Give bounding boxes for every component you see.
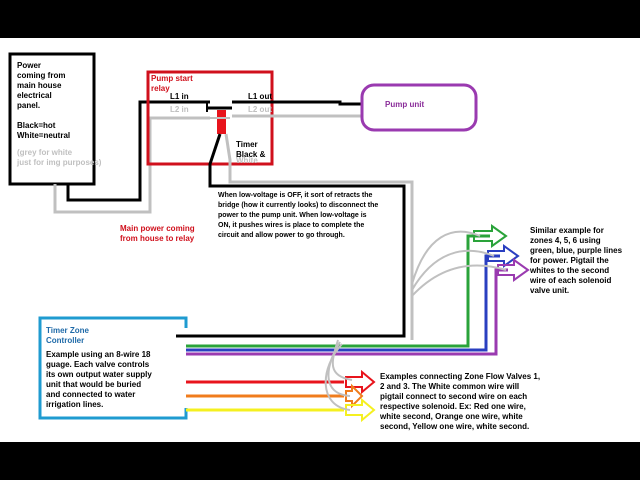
top-letterbox xyxy=(0,0,640,38)
zone4-valve-arrow xyxy=(473,224,508,248)
zones-123-note: Examples connecting Zone Flow Valves 1, … xyxy=(380,372,541,431)
zone5-valve-arrow xyxy=(487,244,520,268)
pump-unit xyxy=(360,83,478,132)
relay-plunger xyxy=(217,110,226,134)
l1-out-wire xyxy=(232,100,362,106)
zones-456-note: Similar example for zones 4, 5, 6 using … xyxy=(530,226,623,295)
timer-black-wire xyxy=(176,133,406,338)
grey-wire-note: (grey for white just for img purposes) xyxy=(17,148,102,167)
zone1-valve-arrow xyxy=(345,369,376,395)
zone5-common-pigtail xyxy=(411,249,495,291)
hot-wire-in xyxy=(66,100,210,202)
zone4-common-pigtail xyxy=(411,230,481,285)
relay-l1-out-label: L1 out xyxy=(248,92,272,101)
timer-zone-controller-box xyxy=(38,316,188,420)
power-source-label: Power coming from main house electrical … xyxy=(17,61,71,140)
relay-title: Pump start relay xyxy=(151,74,193,93)
zone2-valve-arrow xyxy=(345,383,364,409)
timer-white-wire xyxy=(224,133,414,340)
neutral-wire-in xyxy=(53,116,210,214)
zone6-purple-wire xyxy=(186,268,508,356)
controller-title: Timer Zone Controller xyxy=(46,326,89,345)
bottom-letterbox xyxy=(0,442,640,480)
pump-label: Pump unit xyxy=(385,100,425,109)
diagram-canvas xyxy=(0,38,640,442)
zone4-green-wire xyxy=(186,234,490,348)
zone3-common-pigtail xyxy=(324,343,351,411)
zone6-valve-arrow xyxy=(497,258,530,282)
relay-timer-white-label: White xyxy=(236,156,258,165)
zone1-common-pigtail xyxy=(331,339,353,381)
zone2-common-pigtail xyxy=(327,341,351,397)
controller-description: Example using an 8-wire 18 guage. Each v… xyxy=(46,350,152,409)
relay-explanation: When low-voltage is OFF, it sort of retr… xyxy=(218,192,379,239)
relay-l2-in-label: L2 in xyxy=(170,105,189,114)
zone6-common-pigtail xyxy=(411,264,507,297)
main-power-label: Main power coming from house to relay xyxy=(120,224,195,243)
relay-timer-label: Timer Black & xyxy=(236,140,266,159)
relay-l1-in-label: L1 in xyxy=(170,92,189,101)
zone3-valve-arrow xyxy=(345,397,376,423)
relay-l2-out-label: L2 out xyxy=(248,105,272,114)
power-source-box xyxy=(8,52,96,186)
